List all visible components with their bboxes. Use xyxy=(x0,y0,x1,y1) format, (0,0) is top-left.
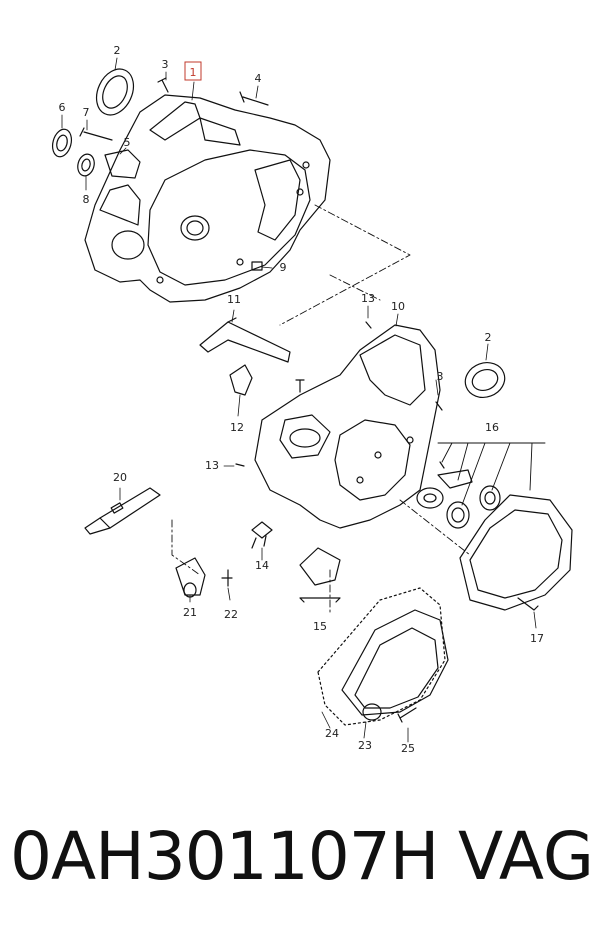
bolt-13-left xyxy=(235,463,245,467)
callout-2: 2 xyxy=(485,331,492,344)
callout-6: 6 xyxy=(59,101,66,114)
part-9 xyxy=(251,261,263,271)
highlight-frame xyxy=(184,61,202,81)
callout-4: 4 xyxy=(255,72,262,85)
ring-8 xyxy=(77,153,95,177)
callout-10: 10 xyxy=(391,300,405,313)
callout-7: 7 xyxy=(83,106,90,119)
lower-housing xyxy=(254,324,441,529)
upper-housing xyxy=(84,94,331,303)
callout-20: 20 xyxy=(113,471,127,484)
bearings-16 xyxy=(416,461,501,529)
bolt-7 xyxy=(79,127,113,141)
callout-17: 17 xyxy=(530,632,544,645)
callout-24: 24 xyxy=(325,727,339,740)
exploded-parts-diagram: 1234675891113102312161320142122151724232… xyxy=(51,44,573,755)
bracket-21 xyxy=(175,557,206,598)
callout-21: 21 xyxy=(183,606,197,619)
seal-ring-2-right xyxy=(464,362,506,398)
callout-8: 8 xyxy=(83,193,90,206)
sender-14 xyxy=(251,521,273,549)
callout-16: 16 xyxy=(485,421,499,434)
callout-23: 23 xyxy=(358,739,372,752)
bolt-25 xyxy=(397,707,417,723)
callout-9: 9 xyxy=(280,261,287,274)
callout-12: 12 xyxy=(230,421,244,434)
callout-15: 15 xyxy=(313,620,327,633)
bearing-6 xyxy=(51,128,73,158)
bolt-3-right xyxy=(435,401,443,411)
callout-25: 25 xyxy=(401,742,415,755)
callout-13: 13 xyxy=(205,459,219,472)
callout-2: 2 xyxy=(114,44,121,57)
bolt-3-top xyxy=(157,77,169,93)
callout-13: 13 xyxy=(361,292,375,305)
end-cover-17 xyxy=(459,494,573,611)
cover-23 xyxy=(341,609,449,721)
callout-1: 1 xyxy=(190,66,197,79)
part-12 xyxy=(229,364,253,396)
callout-11: 11 xyxy=(227,293,241,306)
part-number: 0AH301107H xyxy=(10,818,439,895)
callout-3: 3 xyxy=(162,58,169,71)
shift-rod-11 xyxy=(199,317,291,363)
callout-14: 14 xyxy=(255,559,269,572)
sealant-tube-20 xyxy=(84,487,161,535)
callout-5: 5 xyxy=(124,136,131,149)
brand-name: VAG xyxy=(458,818,595,895)
cover-15 xyxy=(299,547,341,603)
bolt-22 xyxy=(221,569,233,587)
seal-ring-2-top xyxy=(95,68,135,116)
callout-3: 3 xyxy=(437,370,444,383)
sleeve-5 xyxy=(104,149,141,179)
callout-22: 22 xyxy=(224,608,238,621)
bolt-13-upper xyxy=(365,321,372,329)
gasket-24 xyxy=(317,587,446,726)
bolt-4-top xyxy=(239,91,269,106)
